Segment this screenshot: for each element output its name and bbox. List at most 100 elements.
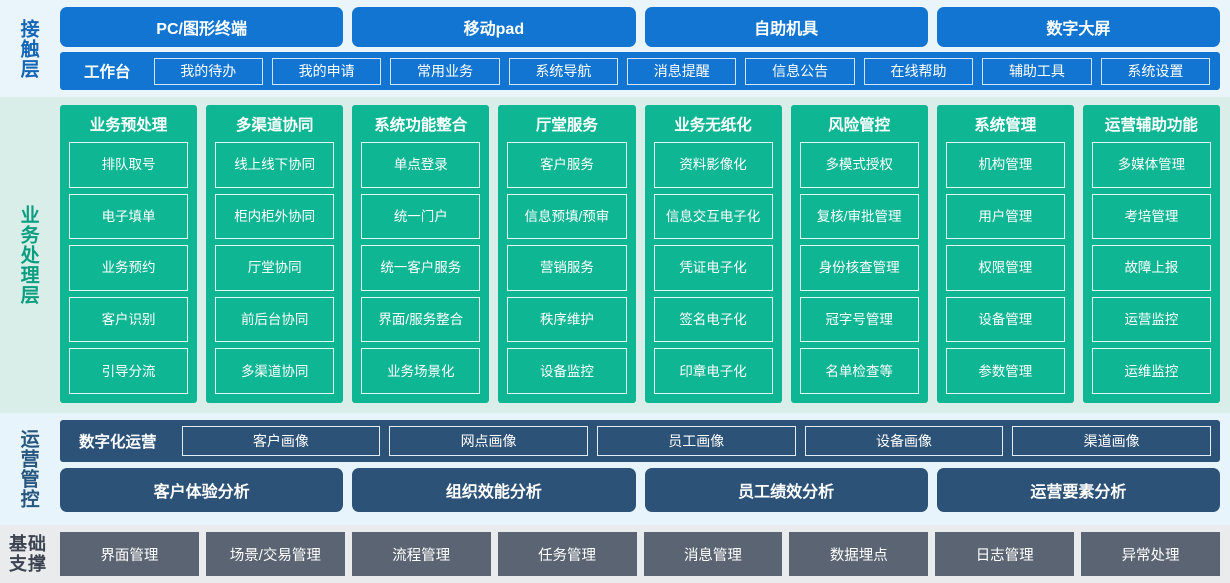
portrait-chip-customer[interactable]: 客户画像 — [181, 426, 381, 456]
portrait-chip-device[interactable]: 设备画像 — [804, 426, 1004, 456]
business-item[interactable]: 业务预约 — [69, 245, 189, 291]
menu-item-my-application[interactable]: 我的申请 — [271, 57, 382, 85]
business-item[interactable]: 多模式授权 — [799, 142, 919, 188]
business-item[interactable]: 秩序维护 — [507, 296, 627, 343]
foundation-chip-log-management[interactable]: 日志管理 — [935, 532, 1075, 576]
business-item[interactable]: 界面/服务整合 — [361, 296, 481, 343]
business-item[interactable]: 厅堂协同 — [215, 245, 335, 291]
analysis-chip-operation-elements[interactable]: 运营要素分析 — [936, 468, 1220, 512]
business-item[interactable]: 凭证电子化 — [653, 245, 773, 291]
business-card-title: 厅堂服务 — [535, 117, 598, 134]
layer-foundation-body: 界面管理 场景/交易管理 流程管理 任务管理 消息管理 数据埋点 日志管理 异常… — [56, 525, 1230, 583]
business-item[interactable]: 统一客户服务 — [361, 245, 481, 291]
foundation-chip-process-management[interactable]: 流程管理 — [351, 532, 491, 576]
business-card-title: 业务预处理 — [89, 117, 168, 134]
portrait-chip-branch[interactable]: 网点画像 — [389, 426, 588, 456]
menu-item-aux-tools[interactable]: 辅助工具 — [982, 57, 1092, 85]
business-card-title: 系统管理 — [974, 117, 1037, 134]
channel-chip-digital-screen[interactable]: 数字大屏 — [936, 7, 1220, 47]
business-item[interactable]: 资料影像化 — [653, 142, 773, 188]
business-item[interactable]: 信息预填/预审 — [507, 193, 627, 240]
foundation-chip-data-tracking[interactable]: 数据埋点 — [789, 532, 929, 576]
business-item[interactable]: 信息交互电子化 — [653, 193, 773, 240]
layer-business: 业务处理层 业务预处理 排队取号 电子填单 业务预约 客户识别 引导分流 多渠道… — [0, 97, 1230, 413]
business-item[interactable]: 运营监控 — [1091, 296, 1211, 343]
analysis-chip-customer-experience[interactable]: 客户体验分析 — [60, 468, 344, 512]
layer-touch-body: PC/图形终端 移动pad 自助机具 数字大屏 工作台 我的待办 我的申请 常用… — [56, 0, 1230, 97]
analysis-chip-employee-performance[interactable]: 员工绩效分析 — [644, 468, 928, 512]
layer-foundation-label: 基础 支撑 — [0, 525, 56, 583]
business-item[interactable]: 统一门户 — [361, 193, 481, 240]
business-item[interactable]: 柜内柜外协同 — [215, 193, 335, 240]
business-item[interactable]: 运维监控 — [1091, 348, 1211, 394]
business-item[interactable]: 权限管理 — [945, 245, 1065, 291]
layer-foundation: 基础 支撑 界面管理 场景/交易管理 流程管理 任务管理 消息管理 数据埋点 日… — [0, 525, 1230, 583]
business-item[interactable]: 客户服务 — [507, 142, 627, 188]
business-card-risk-control: 风险管控 多模式授权 复核/审批管理 身份核查管理 冠字号管理 名单检查等 — [790, 105, 928, 403]
portrait-chip-employee[interactable]: 员工画像 — [596, 426, 796, 456]
business-item[interactable]: 引导分流 — [69, 348, 189, 394]
layer-foundation-label-line1: 基础 — [9, 533, 47, 554]
business-card-row: 业务预处理 排队取号 电子填单 业务预约 客户识别 引导分流 多渠道协同 线上线… — [60, 105, 1220, 403]
business-item[interactable]: 印章电子化 — [653, 348, 773, 394]
business-card-system-integration: 系统功能整合 单点登录 统一门户 统一客户服务 界面/服务整合 业务场景化 — [352, 105, 490, 403]
business-card-title: 运营辅助功能 — [1104, 117, 1198, 134]
foundation-chip-message-management[interactable]: 消息管理 — [643, 532, 783, 576]
menu-item-my-todo[interactable]: 我的待办 — [153, 57, 263, 85]
business-item[interactable]: 复核/审批管理 — [799, 193, 919, 240]
business-item[interactable]: 用户管理 — [945, 193, 1065, 240]
layer-touch-label: 接触层 — [17, 18, 39, 79]
menu-item-system-navigation[interactable]: 系统导航 — [508, 57, 619, 85]
business-item[interactable]: 电子填单 — [69, 193, 189, 240]
menu-item-message-alert[interactable]: 消息提醒 — [627, 57, 737, 85]
channel-chip-pc[interactable]: PC/图形终端 — [60, 7, 344, 47]
business-item[interactable]: 参数管理 — [945, 348, 1065, 394]
layer-operations-body: 数字化运营 客户画像 网点画像 员工画像 设备画像 渠道画像 客户体验分析 组织… — [56, 413, 1230, 525]
menu-item-common-business[interactable]: 常用业务 — [390, 57, 500, 85]
business-item[interactable]: 多媒体管理 — [1091, 142, 1211, 188]
business-item[interactable]: 营销服务 — [507, 245, 627, 291]
foundation-row: 界面管理 场景/交易管理 流程管理 任务管理 消息管理 数据埋点 日志管理 异常… — [60, 532, 1220, 576]
foundation-chip-task-management[interactable]: 任务管理 — [497, 532, 637, 576]
layer-business-body: 业务预处理 排队取号 电子填单 业务预约 客户识别 引导分流 多渠道协同 线上线… — [56, 97, 1230, 413]
portrait-chip-channel[interactable]: 渠道画像 — [1012, 426, 1212, 456]
foundation-chip-exception-handling[interactable]: 异常处理 — [1081, 532, 1220, 576]
business-item[interactable]: 多渠道协同 — [215, 348, 335, 394]
analysis-row: 客户体验分析 组织效能分析 员工绩效分析 运营要素分析 — [60, 468, 1220, 512]
business-item[interactable]: 名单检查等 — [799, 348, 919, 394]
channel-chip-self-service[interactable]: 自助机具 — [644, 7, 928, 47]
business-item[interactable]: 签名电子化 — [653, 296, 773, 343]
digital-operations-row: 数字化运营 客户画像 网点画像 员工画像 设备画像 渠道画像 — [60, 420, 1220, 462]
business-card-system-management: 系统管理 机构管理 用户管理 权限管理 设备管理 参数管理 — [936, 105, 1074, 403]
menu-item-online-help[interactable]: 在线帮助 — [863, 57, 974, 85]
business-item[interactable]: 单点登录 — [361, 142, 481, 188]
business-item[interactable]: 冠字号管理 — [799, 296, 919, 343]
business-item[interactable]: 线上线下协同 — [215, 142, 335, 188]
foundation-chip-ui-management[interactable]: 界面管理 — [60, 532, 199, 576]
channel-chip-mobile-pad[interactable]: 移动pad — [352, 7, 636, 47]
business-card-title: 系统功能整合 — [374, 117, 468, 134]
business-item[interactable]: 设备监控 — [507, 348, 627, 394]
business-item[interactable]: 设备管理 — [945, 296, 1065, 343]
layer-business-label: 业务处理层 — [17, 205, 39, 305]
business-item[interactable]: 故障上报 — [1091, 245, 1211, 291]
business-item[interactable]: 机构管理 — [945, 142, 1065, 188]
digital-operations-label: 数字化运营 — [79, 434, 157, 451]
layer-operations-label: 运营管控 — [17, 429, 39, 509]
business-card-title: 多渠道协同 — [235, 117, 314, 134]
business-item[interactable]: 考培管理 — [1091, 193, 1211, 240]
business-item[interactable]: 前后台协同 — [215, 296, 335, 343]
business-card-preprocess: 业务预处理 排队取号 电子填单 业务预约 客户识别 引导分流 — [60, 105, 198, 403]
workbench-label: 工作台 — [84, 64, 131, 81]
business-item[interactable]: 排队取号 — [69, 142, 189, 188]
business-item[interactable]: 身份核查管理 — [799, 245, 919, 291]
business-card-title: 风险管控 — [828, 117, 891, 134]
business-item[interactable]: 业务场景化 — [361, 348, 481, 394]
foundation-chip-scene-transaction[interactable]: 场景/交易管理 — [205, 532, 345, 576]
business-item[interactable]: 客户识别 — [69, 296, 189, 343]
menu-item-system-settings[interactable]: 系统设置 — [1100, 57, 1211, 85]
menu-item-announcement[interactable]: 信息公告 — [745, 57, 855, 85]
layer-touch: 接触层 PC/图形终端 移动pad 自助机具 数字大屏 工作台 我的待办 我的申… — [0, 0, 1230, 97]
business-card-title: 业务无纸化 — [674, 117, 752, 134]
analysis-chip-org-efficiency[interactable]: 组织效能分析 — [352, 468, 636, 512]
